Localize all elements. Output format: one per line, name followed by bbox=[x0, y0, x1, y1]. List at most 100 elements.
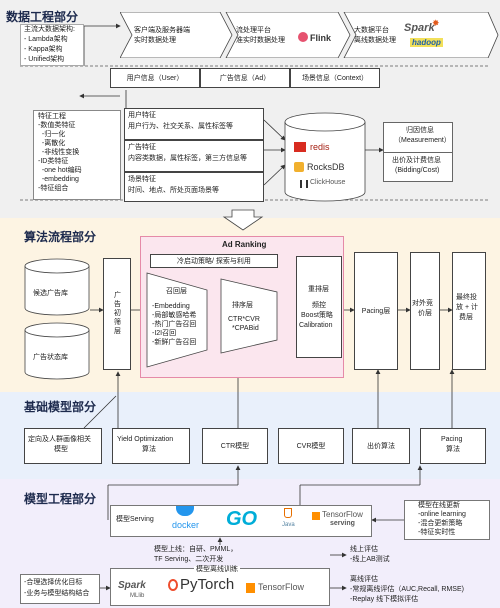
targeting-model-line-0: 定向及人群画像相关 bbox=[28, 436, 91, 443]
architecture-line-3: - Unified架构 bbox=[24, 56, 65, 63]
ranking-layer-funnel bbox=[220, 278, 278, 354]
redis-icon bbox=[294, 142, 306, 152]
tensorflow-logo: TensorFlow bbox=[258, 582, 305, 592]
online-update-line-0: 模型在线更新 bbox=[418, 502, 460, 509]
recall-item-3: -I2I召回 bbox=[152, 330, 177, 337]
feature-engineering-box bbox=[33, 110, 121, 200]
bid-algorithm-box: 出价算法 bbox=[352, 428, 410, 464]
data-engineering-title: 数据工程部分 bbox=[6, 10, 79, 24]
rank-item-0: CTR*CVR bbox=[228, 316, 260, 323]
rerank-box bbox=[296, 256, 342, 358]
scene-feature-title: 场景特征 bbox=[128, 176, 156, 183]
external-bid-box bbox=[410, 252, 440, 370]
targeting-model-line-1: 模型 bbox=[54, 446, 68, 453]
offline-eval-line-1: -常规离线评估（AUC,Recall, RMSE) bbox=[350, 586, 464, 593]
final-line-2: 费层 bbox=[459, 314, 473, 321]
recall-title: 召回层 bbox=[166, 288, 187, 295]
candidate-ad-database-icon bbox=[24, 258, 90, 316]
recall-item-0: -Embedding bbox=[152, 303, 190, 310]
feature-eng-line-3: -离散化 bbox=[38, 140, 66, 147]
feature-eng-line-5: -ID类特征 bbox=[38, 158, 69, 165]
online-eval-line-1: -线上AB测试 bbox=[350, 556, 390, 563]
ad-feature-box bbox=[124, 140, 264, 172]
scene-feature-box bbox=[124, 172, 264, 202]
pacing-layer-label: Pacing层 bbox=[361, 308, 391, 315]
feature-eng-line-1: -数值类特征 bbox=[38, 122, 76, 129]
rank-title: 排序层 bbox=[232, 302, 253, 309]
initial-filter-char-4: 层 bbox=[114, 328, 121, 335]
cvr-model-box: CVR模型 bbox=[278, 428, 344, 464]
ctr-model-box: CTR模型 bbox=[202, 428, 268, 464]
architecture-line-2: - Kappa架构 bbox=[24, 46, 63, 53]
objectives-line-0: -合理选择优化目标 bbox=[24, 579, 83, 586]
context-info-label: 场景信息（Context） bbox=[301, 75, 369, 82]
cold-start-label: 冷启动策略/ 探索与利用 bbox=[177, 258, 251, 265]
recall-item-2: -热门广告召回 bbox=[152, 321, 197, 328]
ad-state-db-label: 广告状态库 bbox=[33, 354, 68, 361]
tensorflow-serving-logo: TensorFlow bbox=[322, 510, 363, 519]
deploy-line-0: 模型上线：自研、PMML， bbox=[154, 546, 238, 553]
yield-line-0: Yield Optimization bbox=[117, 436, 174, 443]
external-bid-line-0: 对外竞 bbox=[412, 300, 433, 307]
feature-database-icon bbox=[284, 112, 366, 202]
measurement-title: 归因信息 bbox=[406, 127, 434, 134]
online-eval-line-0: 线上评估 bbox=[350, 546, 378, 553]
feature-eng-line-6: -one hot编码 bbox=[38, 167, 82, 174]
spark-mllib-sub: MLlib bbox=[130, 593, 145, 599]
ad-feature-desc: 内容类数据，属性标签，第三方信息等 bbox=[128, 155, 247, 162]
rerank-item-0: 频控 bbox=[312, 302, 326, 309]
flink-icon bbox=[298, 32, 308, 42]
spark-star-icon: ✸ bbox=[432, 18, 440, 28]
online-update-line-1: -online learning bbox=[418, 511, 466, 518]
context-info-box: 场景信息（Context） bbox=[290, 68, 380, 88]
scene-feature-desc: 时间、地点、所处页面场景等 bbox=[128, 187, 219, 194]
online-update-line-3: -特征实时性 bbox=[418, 529, 456, 536]
yield-optimization-box bbox=[112, 428, 190, 464]
bidding-title: 出价及计费信息 bbox=[392, 157, 441, 164]
cvr-model-label: CVR模型 bbox=[296, 443, 326, 450]
recall-item-4: -新鲜广告召回 bbox=[152, 339, 197, 346]
flow-realtime-line-1: 实时数据处理 bbox=[134, 37, 176, 44]
ad-feature-title: 广告特征 bbox=[128, 144, 156, 151]
user-feature-title: 用户特征 bbox=[128, 112, 156, 119]
architecture-line-0: 主流大数据架构: bbox=[24, 26, 75, 33]
user-info-box: 用户信息（User） bbox=[110, 68, 200, 88]
spark-logo: Spark bbox=[404, 22, 435, 34]
model-engineering-title: 模型工程部分 bbox=[24, 492, 97, 506]
initial-filter-box bbox=[103, 258, 131, 370]
feature-eng-line-4: -非线性变换 bbox=[38, 149, 80, 156]
measurement-sub: （Measurement） bbox=[394, 137, 451, 144]
clickhouse-logo: ClickHouse bbox=[310, 179, 346, 186]
feature-eng-line-8: -特征组合 bbox=[38, 185, 69, 192]
offline-eval-line-2: -Replay 线下模拟评估 bbox=[350, 596, 419, 603]
user-feature-desc: 用户行为、社交关系、属性标签等 bbox=[128, 123, 233, 130]
online-update-line-2: -混合更新策略 bbox=[418, 520, 463, 527]
pacing-algo-line-1: 算法 bbox=[446, 446, 460, 453]
offline-eval-line-0: 离线评估 bbox=[350, 576, 378, 583]
algorithm-title: 算法流程部分 bbox=[24, 230, 97, 244]
feature-eng-line-0: 特征工程 bbox=[38, 113, 66, 120]
data-flow-chevrons bbox=[120, 12, 499, 58]
flow-realtime-line-0: 客户端及服务器端 bbox=[134, 27, 190, 34]
cold-start-box: 冷启动策略/ 探索与利用 bbox=[150, 254, 278, 268]
ad-info-label: 广告信息（Ad） bbox=[219, 75, 271, 82]
external-bid-line-1: 价层 bbox=[418, 310, 432, 317]
online-update-box bbox=[404, 500, 490, 540]
ad-ranking-title: Ad Ranking bbox=[222, 240, 267, 249]
final-delivery-box bbox=[452, 252, 486, 370]
docker-whale-icon bbox=[176, 506, 194, 516]
flow-stream-line-1: 准实时数据处理 bbox=[236, 37, 285, 44]
model-serving-box bbox=[110, 505, 372, 537]
deploy-line-1: TF Serving、二次开发 bbox=[154, 556, 224, 563]
bidding-sub: (Bidding/Cost) bbox=[395, 167, 440, 174]
initial-filter-char-1: 告 bbox=[114, 301, 121, 308]
tensorflow-serving-sub: serving bbox=[330, 520, 355, 527]
objectives-box bbox=[20, 574, 100, 604]
pytorch-logo: PyTorch bbox=[180, 576, 235, 593]
redis-logo: redis bbox=[310, 142, 330, 152]
recall-layer-funnel bbox=[146, 272, 208, 368]
final-line-1: 放 + 计 bbox=[456, 304, 478, 311]
rerank-item-2: Calibration bbox=[299, 322, 333, 329]
flow-offline-line-1: 离线数据处理 bbox=[354, 37, 396, 44]
initial-filter-char-3: 筛 bbox=[114, 319, 121, 326]
